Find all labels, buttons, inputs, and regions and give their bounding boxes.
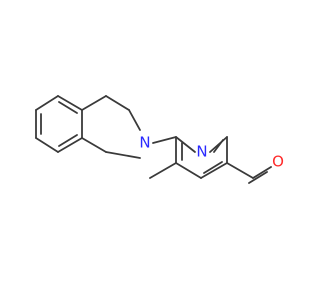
n-aryl-bond bbox=[152, 136, 177, 144]
molecule-canvas: N N O bbox=[35, 95, 284, 184]
pyridine-nitrogen-label: N bbox=[196, 143, 207, 161]
pyridine-ring bbox=[175, 136, 228, 179]
ring-nitrogen-label: N bbox=[139, 134, 150, 152]
tetrahydro-ring bbox=[81, 95, 141, 159]
aldehyde-group bbox=[226, 162, 272, 184]
aldehyde-oxygen-label: O bbox=[272, 153, 284, 171]
benzene-ring bbox=[35, 95, 83, 153]
methyl-bond bbox=[149, 162, 177, 179]
molecule-structure: N N O bbox=[35, 95, 284, 184]
